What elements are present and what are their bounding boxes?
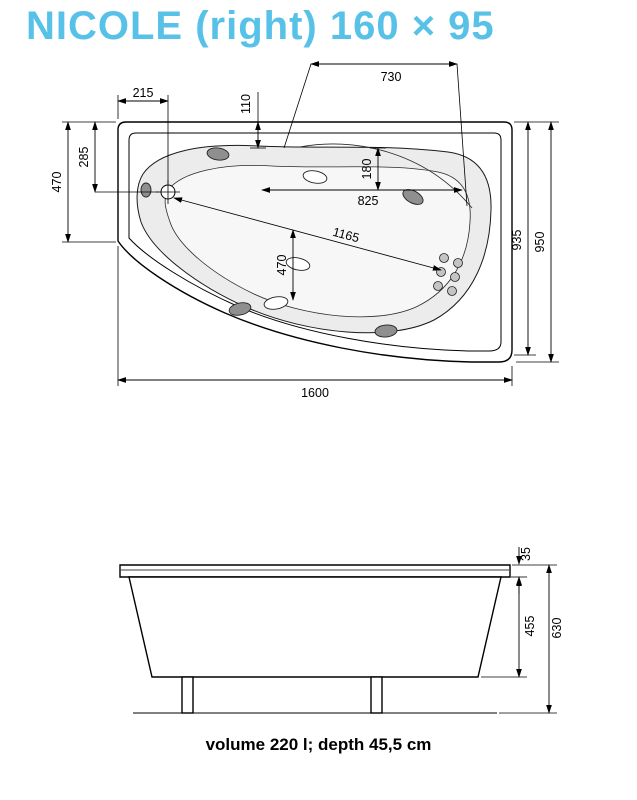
dim-label: 1600 — [301, 386, 329, 400]
back-jet-icon — [450, 272, 460, 282]
dim-label: 285 — [77, 147, 91, 168]
back-jet-icon — [433, 281, 443, 291]
dim-label: 470 — [275, 255, 289, 276]
dim-inner-width: 935 — [510, 121, 536, 356]
dim-total-length: 1600 — [117, 246, 513, 400]
back-jet-icon — [447, 286, 457, 296]
back-jet-icon — [439, 253, 449, 263]
jet-icon — [206, 147, 230, 161]
dim-backrest-width: 730 — [283, 61, 468, 207]
dim-label: 35 — [519, 547, 533, 561]
tub-leg — [181, 676, 194, 714]
jet-icon — [228, 302, 252, 316]
dim-drain-from-top: 285 — [77, 121, 159, 193]
dim-rim-inset: 110 — [239, 92, 266, 149]
dim-rim-thickness: 35 — [511, 547, 533, 594]
pad-icon — [302, 170, 328, 184]
page-title: NICOLE (right) 160 × 95 — [26, 4, 495, 48]
dim-label: 215 — [133, 86, 154, 100]
tub-inner-rim — [128, 132, 502, 352]
side-view: 35 455 630 — [119, 547, 564, 714]
pad-icon — [263, 296, 289, 310]
jet-icon — [374, 324, 398, 338]
dim-label: 730 — [381, 70, 402, 84]
dim-total-height: 630 — [499, 564, 564, 714]
dim-basin-width: 470 — [275, 229, 296, 301]
dim-drain-from-left: 215 — [117, 86, 169, 184]
tub-leg — [370, 676, 383, 714]
dim-label: 950 — [533, 232, 547, 253]
dim-label: 825 — [358, 194, 379, 208]
dim-label: 1165 — [331, 225, 361, 245]
side-rim — [119, 564, 511, 578]
dim-label: 110 — [239, 94, 253, 114]
dim-outer-width: 950 — [514, 121, 559, 363]
dim-left-edge-depth: 470 — [50, 121, 116, 243]
back-jet-icon — [453, 258, 463, 268]
dim-shell-height: 455 — [481, 576, 537, 678]
dim-label: 455 — [523, 616, 537, 637]
jet-icon — [140, 182, 152, 198]
dim-diagonal-length: 1165 — [173, 197, 442, 271]
dim-label: 470 — [50, 172, 64, 193]
dim-label: 630 — [550, 618, 564, 639]
dim-label: 180 — [360, 159, 374, 180]
dim-headrest-depth: 180 — [360, 147, 386, 191]
side-apron — [128, 576, 502, 678]
dim-label: 935 — [510, 230, 524, 251]
top-view: 215 110 730 285 — [50, 61, 559, 400]
back-jet-cluster — [433, 253, 463, 296]
volume-depth-caption: volume 220 l; depth 45,5 cm — [205, 735, 432, 754]
